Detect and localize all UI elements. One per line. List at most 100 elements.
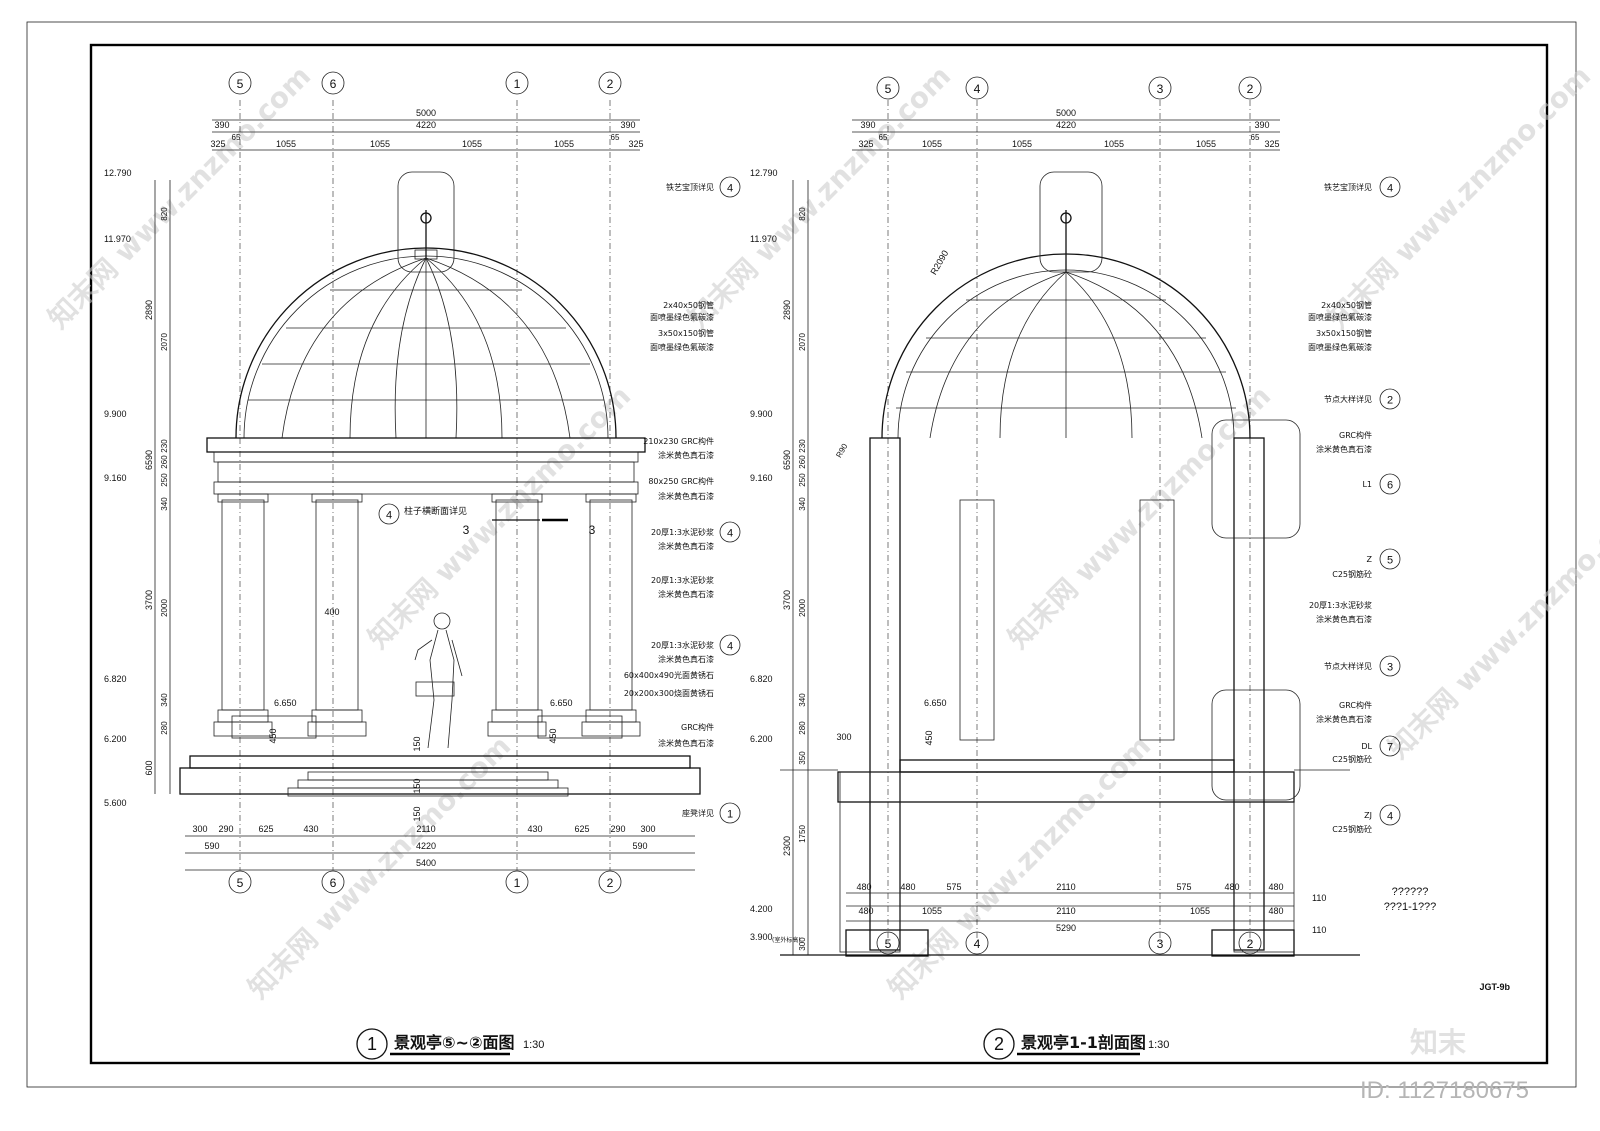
- right-dim-vert-outer: 6590: [782, 450, 792, 470]
- right-seat-level: 6.650: [924, 698, 947, 708]
- right-callout: C25钢筋砼: [1332, 754, 1372, 764]
- left-elevation: 9.160: [104, 473, 127, 483]
- left-callout: 2x40x50钢管: [663, 300, 714, 310]
- left-dim-bottom1: 290: [218, 824, 233, 834]
- right-dim-mid: 390: [860, 120, 875, 130]
- left-step-dim: 150: [412, 736, 422, 751]
- right-callout-ref: [1379, 176, 1401, 198]
- right-axis-bottom: [1148, 931, 1172, 955]
- right-ground-note: (室外标高): [772, 936, 801, 944]
- left-dim-row: 325: [210, 139, 225, 149]
- drawing-frame: [89, 43, 1549, 1065]
- right-callout: ZJ: [1364, 811, 1372, 820]
- right-title-circle: [983, 1028, 1015, 1060]
- left-axis-top-label: 5: [237, 77, 244, 91]
- outer-border: [26, 21, 1577, 1088]
- left-elevation: 6.820: [104, 674, 127, 684]
- left-dim-bottom2: 590: [204, 841, 219, 851]
- right-dim-row: 1055: [922, 139, 942, 149]
- left-callout: 20厚1:3水泥砂浆: [651, 575, 714, 585]
- left-callout: 涂米黄色真石漆: [658, 654, 714, 664]
- right-dim-vert-outer: 3700: [782, 590, 792, 610]
- right-dim-vert-inner: 350: [798, 751, 807, 765]
- right-elevation: 4.200: [750, 904, 773, 914]
- left-axis-bottom-label: 1: [514, 876, 521, 890]
- left-callout-ref: [719, 802, 741, 824]
- left-dim-vert-inner: 340: [160, 497, 169, 511]
- right-dim-side: 110: [1312, 925, 1326, 935]
- right-callout: C25钢筋砼: [1332, 824, 1372, 834]
- right-dim-bottom2: 2110: [1056, 906, 1075, 916]
- left-callout-ref: [719, 634, 741, 656]
- left-dim-row: 1055: [554, 139, 574, 149]
- left-callout-ref-label: 4: [727, 528, 733, 540]
- left-title-scale: 1:30: [523, 1039, 544, 1051]
- left-section-mark: 3: [463, 523, 470, 537]
- left-axis-top: [228, 71, 252, 95]
- sheet-code: JGT-9b: [1479, 982, 1510, 992]
- left-title: 景观亭⑤~②面图: [394, 1033, 515, 1052]
- left-callout: 铁艺宝顶详见: [666, 182, 714, 192]
- right-axis-bottom-label: 2: [1247, 937, 1254, 951]
- left-callout: 20厚1:3水泥砂浆: [651, 527, 714, 537]
- unknown-note-line2: ???1-1???: [1384, 901, 1437, 913]
- right-dim-bottom1: 480: [900, 882, 915, 892]
- right-callout: 节点大样详见: [1324, 394, 1372, 404]
- left-step-dim: 150: [412, 778, 422, 793]
- right-callout: 面喷墨绿色氟碳漆: [1308, 342, 1372, 352]
- left-dim-small: 65: [232, 133, 241, 142]
- brand-logo-watermark: 知末: [1410, 1026, 1466, 1059]
- left-elevation: 12.790: [104, 168, 132, 178]
- left-dim-vert-outer: 2890: [144, 300, 154, 320]
- left-dim-bottom-total: 5400: [416, 858, 436, 868]
- right-axis-bottom: [1238, 931, 1262, 955]
- right-callout-ref: [1379, 548, 1401, 570]
- human-figure: [414, 612, 463, 749]
- left-dim-bottom1: 625: [574, 824, 589, 834]
- right-dim-bottom2: 1055: [922, 906, 942, 916]
- left-axis-bottom-label: 5: [237, 876, 244, 890]
- right-dim-vert-inner: 230: [798, 439, 807, 453]
- right-dim-vert-inner: 2000: [798, 599, 807, 617]
- right-dim-row: 1055: [1196, 139, 1216, 149]
- right-axis-bottom-label: 4: [974, 937, 981, 951]
- right-callout: 铁艺宝顶详见: [1324, 182, 1372, 192]
- right-axis-bottom-label: 5: [885, 937, 892, 951]
- left-callout: 涂米黄色真石漆: [658, 541, 714, 551]
- left-dim-vert-inner: 230: [160, 439, 169, 453]
- right-dim-mid: 4220: [1056, 120, 1076, 130]
- right-dim-bottom2: 480: [858, 906, 873, 916]
- right-dim-bottom1: 575: [946, 882, 961, 892]
- right-callout: 涂米黄色真石漆: [1316, 714, 1372, 724]
- left-axis-top: [321, 71, 345, 95]
- right-elevation: 9.160: [750, 473, 773, 483]
- left-dim-bottom2: 4220: [416, 841, 436, 851]
- right-dim-row: 1055: [1012, 139, 1032, 149]
- right-title-number: 2: [994, 1034, 1004, 1054]
- left-dim-row: 1055: [276, 139, 296, 149]
- left-dim-mid: 390: [214, 120, 229, 130]
- left-dim-mid: 4220: [416, 120, 436, 130]
- left-callout-ref: [719, 176, 741, 198]
- left-dim-vert-outer: 600: [144, 760, 154, 775]
- left-column-note-bubble-label: 4: [386, 510, 392, 522]
- left-step-dim: 150: [412, 806, 422, 821]
- right-axis-top: [965, 76, 989, 100]
- right-dim-vert-inner: 250: [798, 473, 807, 487]
- left-callout: 涂米黄色真石漆: [658, 450, 714, 460]
- left-col-width: 400: [324, 607, 339, 617]
- left-callout: 210x230 GRC构件: [643, 436, 714, 446]
- left-callout: GRC构件: [681, 722, 714, 732]
- right-axis-top-label: 4: [974, 82, 981, 96]
- right-callout: 3x50x150钢管: [1316, 328, 1372, 338]
- left-dim-row: 1055: [462, 139, 482, 149]
- right-dim-row: 1055: [1104, 139, 1124, 149]
- right-callout-ref: [1379, 735, 1401, 757]
- right-callout-ref-label: 2: [1387, 395, 1393, 407]
- right-elevation: 9.900: [750, 409, 773, 419]
- right-callout-ref: [1379, 473, 1401, 495]
- left-elevation: 9.900: [104, 409, 127, 419]
- left-section-mark: 3: [589, 523, 596, 537]
